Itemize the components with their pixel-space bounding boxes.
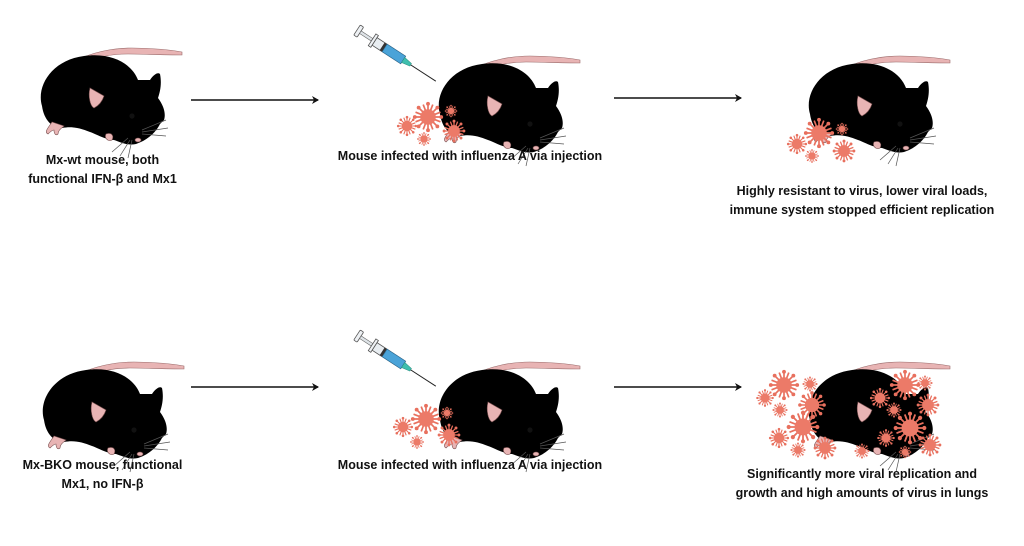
virus-icon bbox=[802, 376, 818, 392]
mouse-icon bbox=[40, 47, 183, 159]
caption-mx-wt-initial: Mx-wt mouse, both functional IFN-β and M… bbox=[10, 151, 195, 189]
syringe-icon bbox=[352, 23, 441, 88]
caption-mx-bko-initial: Mx-BKO mouse, functional Mx1, no IFN-β bbox=[10, 456, 195, 494]
caption-mx-bko-infected: Mouse infected with influenza A via inje… bbox=[320, 456, 620, 475]
virus-icon bbox=[768, 369, 800, 401]
virus-icon bbox=[804, 148, 820, 164]
virus-icon bbox=[917, 375, 933, 391]
virus-icon bbox=[803, 117, 835, 149]
caption-line: Mouse infected with influenza A via inje… bbox=[337, 458, 603, 472]
caption-line: Mx-wt mouse, both bbox=[45, 153, 160, 167]
caption-line: Mx-BKO mouse, functional bbox=[22, 458, 183, 472]
virus-icon bbox=[869, 387, 891, 409]
row-mx-wt bbox=[40, 23, 951, 167]
caption-line: immune system stopped efficient replicat… bbox=[729, 203, 995, 217]
caption-mx-bko-outcome: Significantly more viral replication and… bbox=[700, 465, 1024, 503]
virus-icon bbox=[886, 402, 902, 418]
virus-icon bbox=[786, 133, 808, 155]
virus-icon bbox=[444, 104, 458, 118]
virus-icon bbox=[755, 388, 775, 408]
virus-icon bbox=[889, 369, 921, 401]
virus-icon bbox=[854, 443, 870, 459]
virus-icon bbox=[876, 428, 896, 448]
caption-line: Mouse infected with influenza A via inje… bbox=[337, 149, 603, 163]
virus-icon bbox=[442, 119, 466, 143]
virus-icon bbox=[768, 427, 790, 449]
mouse-icon bbox=[808, 55, 951, 167]
caption-line: growth and high amounts of virus in lung… bbox=[735, 486, 989, 500]
caption-line: Significantly more viral replication and bbox=[747, 467, 977, 481]
caption-mx-wt-infected: Mouse infected with influenza A via inje… bbox=[320, 147, 620, 166]
virus-icon bbox=[892, 410, 928, 446]
virus-icon bbox=[813, 436, 837, 460]
virus-icon bbox=[437, 423, 461, 447]
row-mx-bko bbox=[42, 328, 951, 473]
virus-icon bbox=[835, 122, 849, 136]
virus-icon bbox=[392, 416, 414, 438]
virus-icon bbox=[772, 402, 788, 418]
virus-icon bbox=[898, 445, 912, 459]
caption-line: Mx1, no IFN-β bbox=[61, 477, 144, 491]
caption-line: functional IFN-β and Mx1 bbox=[28, 172, 177, 186]
syringe-icon bbox=[352, 328, 441, 393]
caption-mx-wt-outcome: Highly resistant to virus, lower viral l… bbox=[700, 182, 1024, 220]
virus-icon bbox=[785, 409, 821, 445]
caption-line: Highly resistant to virus, lower viral l… bbox=[736, 184, 988, 198]
virus-icon bbox=[918, 433, 942, 457]
virus-icon bbox=[790, 442, 806, 458]
virus-icon bbox=[916, 393, 940, 417]
virus-icon bbox=[416, 131, 432, 147]
virus-icon bbox=[832, 139, 856, 163]
virus-icon bbox=[410, 403, 442, 435]
virus-icon bbox=[409, 434, 425, 450]
virus-icon bbox=[412, 101, 444, 133]
virus-icon bbox=[396, 115, 418, 137]
virus-icon bbox=[440, 406, 454, 420]
